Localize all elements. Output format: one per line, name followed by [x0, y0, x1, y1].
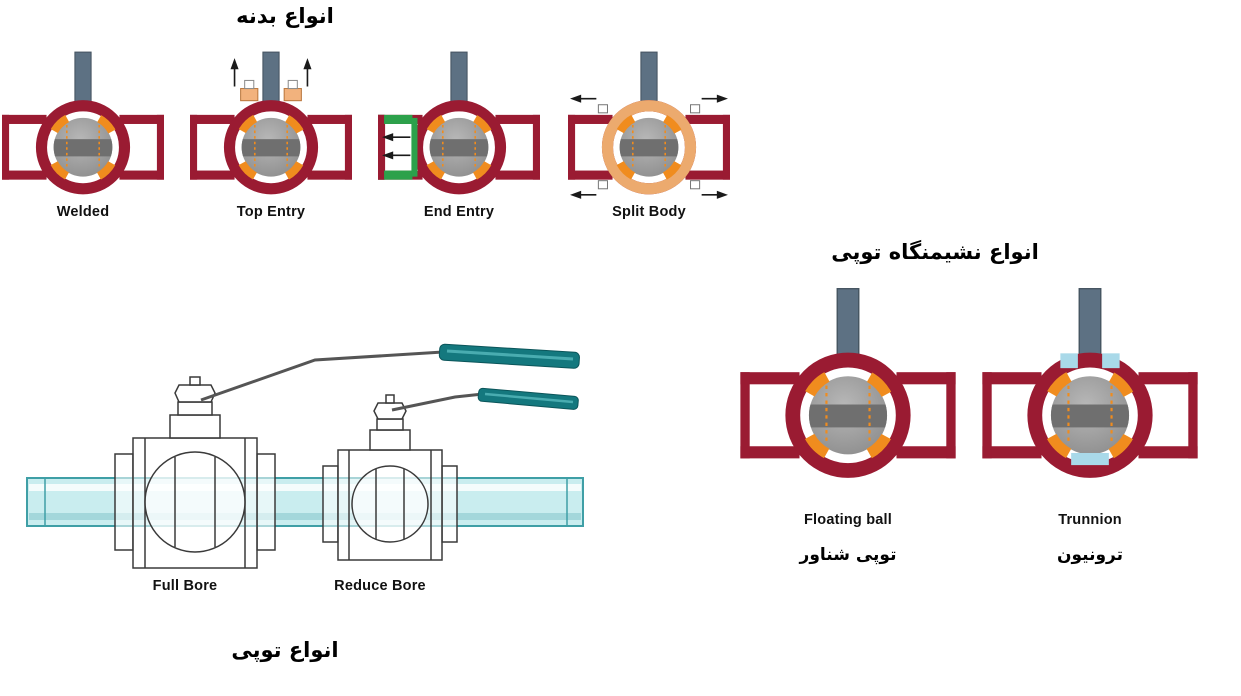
body-types-title: انواع بدنه [236, 4, 334, 28]
split-bolts [597, 104, 701, 190]
top-entry-valve-diagram [190, 50, 352, 202]
bonnet-flanges [240, 79, 302, 102]
trunnion-label: Trunnion [1058, 512, 1122, 528]
trunnion-supports [1060, 353, 1120, 466]
floating-ball-label: Floating ball [804, 512, 892, 528]
trunnion-valve-diagram [982, 286, 1198, 488]
reduce-bore-valve [322, 394, 458, 561]
up-arrow-heads [230, 58, 312, 70]
floating-ball-valve-diagram [740, 286, 956, 488]
floating-ball-label-fa: توپی شناور [799, 545, 897, 565]
split-body-valve-diagram [568, 50, 730, 199]
left-arrow-icon [390, 136, 411, 157]
left-arrow-heads [382, 133, 394, 160]
bore-types-drawing [26, 343, 584, 569]
welded-valve-diagram [2, 50, 164, 202]
end-entry-insert [378, 114, 418, 180]
outward-arrow-heads [570, 94, 728, 199]
trunnion-label-fa: ترونیون [1056, 545, 1124, 565]
up-arrow-icon [233, 66, 309, 87]
split-body-label: Split Body [612, 204, 686, 220]
end-entry-valve-diagram [378, 50, 540, 202]
reduce-bore-label: Reduce Bore [334, 578, 426, 594]
seat-types-title: انواع نشیمنگاه توپی [831, 240, 1039, 264]
welded-label: Welded [56, 204, 110, 220]
pipe [26, 477, 584, 527]
bore-types-title: انواع توپی [231, 638, 339, 662]
top-entry-label: Top Entry [236, 204, 306, 220]
full-bore-label: Full Bore [152, 578, 218, 594]
full-bore-valve [114, 376, 276, 569]
handle-grips [438, 343, 580, 410]
handle-levers [200, 350, 484, 412]
end-entry-label: End Entry [423, 204, 495, 220]
